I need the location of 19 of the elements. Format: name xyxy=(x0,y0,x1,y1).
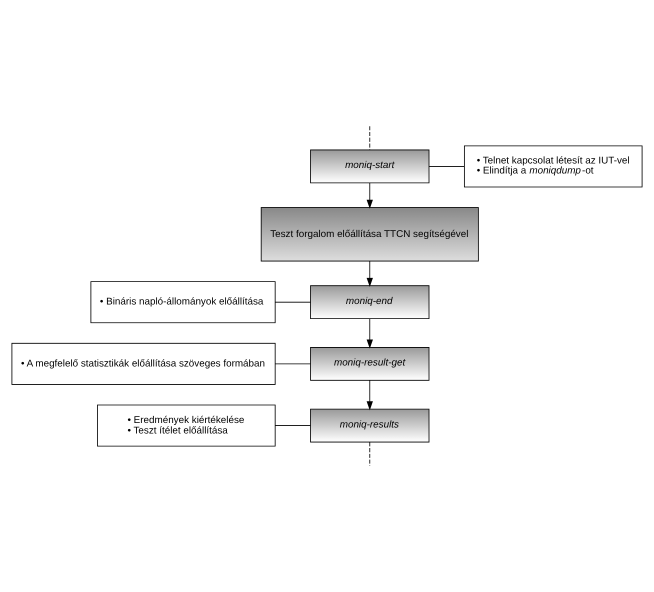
connector xyxy=(369,126,370,150)
connector xyxy=(274,363,311,364)
connector xyxy=(369,442,370,466)
connector xyxy=(428,166,465,167)
arrow xyxy=(366,318,373,349)
arrow xyxy=(366,380,373,410)
arrow xyxy=(366,182,373,209)
node-box: • Bináris napló-állományok előállítása xyxy=(90,281,276,324)
node-box: • Telnet kapcsolat létesít az IUT-vel • Elindítja a moniqdump-ot xyxy=(464,145,642,188)
arrow xyxy=(366,260,373,287)
node-box: • Eredmények kiértékelése • Teszt ítélet előállítása xyxy=(97,404,276,447)
connector xyxy=(274,425,311,426)
node-box: moniq-results xyxy=(310,408,430,442)
node-box: moniq-start xyxy=(310,150,430,184)
node-box: moniq-result-get xyxy=(310,347,430,381)
node-box: Teszt forgalom előállítása TTCN segítségével xyxy=(260,207,479,262)
node-box: • A megfelelő statisztikák előállítása szöveges formában xyxy=(12,342,276,385)
connector xyxy=(274,302,311,303)
node-box: moniq-end xyxy=(310,285,430,320)
